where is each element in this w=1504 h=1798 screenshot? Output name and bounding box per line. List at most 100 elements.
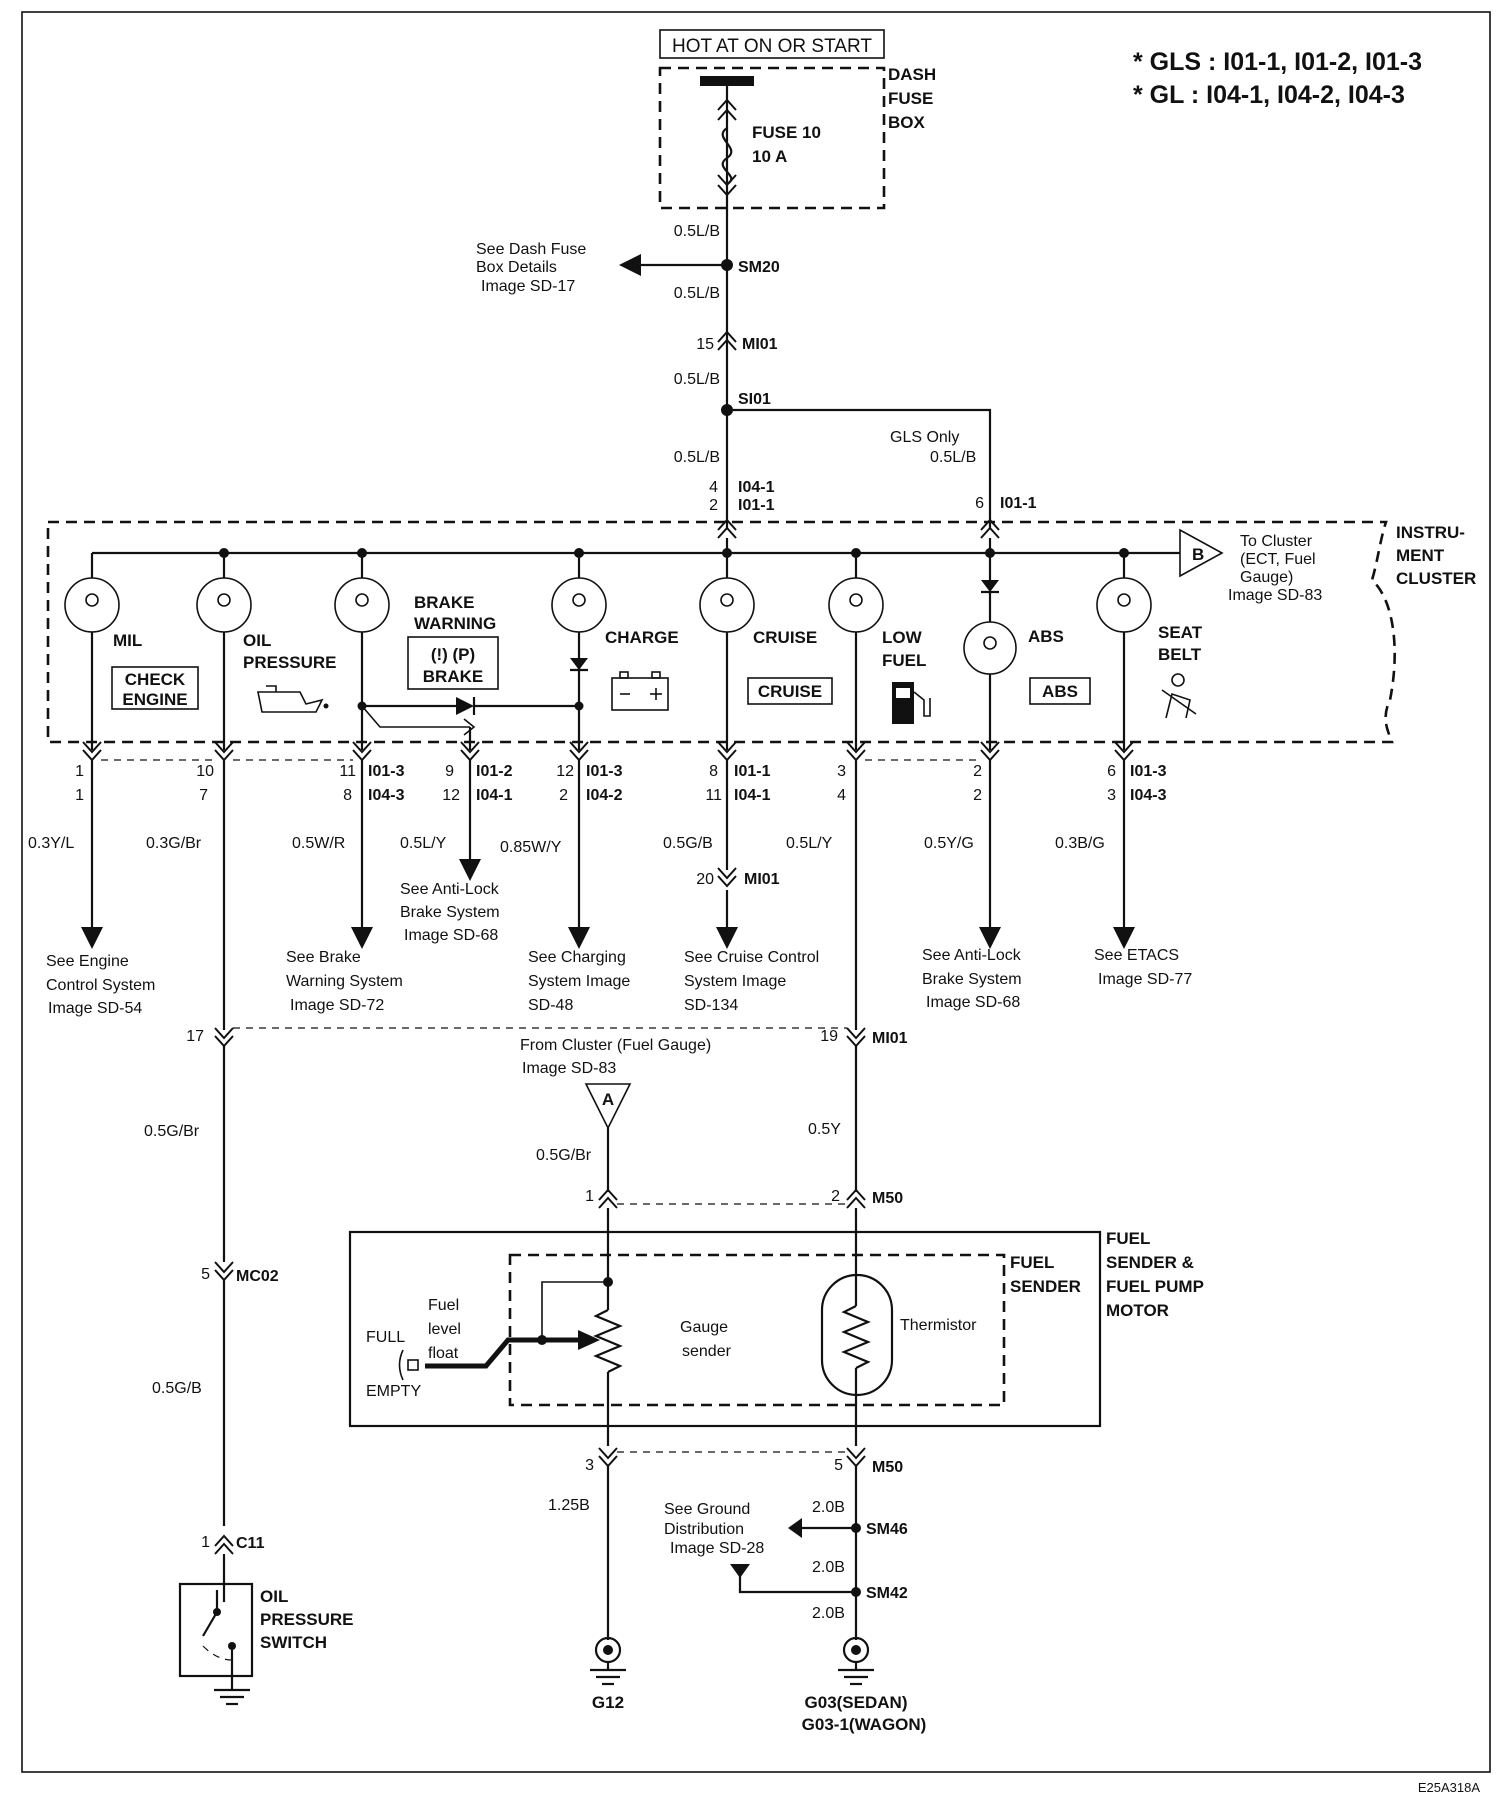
mil-label: MIL [113,631,142,650]
pin-6: 6 [975,495,984,512]
fuel-sender-pump-box [348,1230,1102,1428]
fuel-pump-icon [892,682,931,724]
fuse-symbol [721,127,733,185]
oil-pressure-switch [178,1582,254,1678]
sender-outer-2: SENDER & [1106,1253,1194,1272]
low-fuel-label-1: LOW [882,628,923,647]
pin-brake-c2: I04-3 [368,787,405,804]
sender-inner-2: SENDER [1010,1277,1081,1296]
feed-wire-label-2: 0.5L/B [674,285,720,302]
cruise-box-label: CRUISE [758,682,822,701]
fuel-label-2: level [428,1321,461,1338]
mi01-20-connector [717,867,737,888]
pin-4: 4 [709,479,718,496]
oil-switch-contact-icon [202,1590,236,1676]
pin-low-b: 4 [837,787,846,804]
fuse-rating: 10 A [752,147,787,166]
hot-at-label: HOT AT ON OR START [672,36,872,57]
wire-mil: 0.3Y/L [28,835,74,852]
ref-etacs-1: See ETACS [1094,947,1179,964]
pin-seat-a: 6 [1107,763,1116,780]
ref-engine-3: Image SD-54 [48,1000,142,1017]
pin-seat-c1: I01-3 [1130,763,1167,780]
fuse-box-label-1: DASH [888,65,936,84]
gls-feed-wire [727,408,992,528]
abs-diode-icon [981,580,999,592]
ref-engine-1: See Engine [46,953,129,970]
seat-belt-bulb-icon [1096,577,1152,633]
fuse-box-label-2: FUSE [888,89,933,108]
abs-bulb-icon [963,621,1017,675]
oil-switch-label-3: SWITCH [260,1633,327,1652]
pin-brake-b: 8 [343,787,352,804]
pin-6-conn: I01-1 [1000,495,1037,512]
low-fuel-bulb-icon [828,577,884,633]
wire-seat: 0.3B/G [1055,835,1105,852]
ref-abs2-2: Brake System [922,971,1022,988]
ref-abs2-3: Image SD-68 [926,994,1020,1011]
mi01-pin: 15 [696,336,714,353]
pin-abs1-c1: I01-2 [476,763,513,780]
wire-20b-b: 2.0B [812,1559,845,1576]
ref-charge-2: System Image [528,973,630,990]
c11-pin: 1 [201,1534,210,1551]
ref-charge-1: See Charging [528,949,626,966]
wire-cruise: 0.5G/B [663,835,713,852]
wire-y: 0.5Y [808,1121,841,1138]
check-engine-2: ENGINE [122,690,187,709]
wire-g-br-2: 0.5G/Br [536,1147,592,1164]
pin-abs-a: 2 [973,763,982,780]
see-dash-2: Box Details [476,259,557,276]
pin-oil-b: 7 [199,787,208,804]
gl-note: * GL : I04-1, I04-2, I04-3 [1133,81,1405,109]
low-fuel-lamp-column [828,553,884,750]
pin-charge-a: 12 [556,763,574,780]
pin-brake-c1: I01-3 [368,763,405,780]
see-gnd-1: See Ground [664,1501,750,1518]
to-cluster-3: Gauge) [1240,569,1293,586]
gls-only-label: GLS Only [890,429,959,446]
wire-oil: 0.3G/Br [146,835,202,852]
mil-bulb-icon [64,577,120,633]
pin-abs1-b: 12 [442,787,460,804]
pin-abs1-c2: I04-1 [476,787,513,804]
m50-pin5-conn [846,1447,866,1468]
cluster-label-3: CLUSTER [1396,569,1476,588]
fuse-bus-bar [700,76,754,86]
pin-mil-b: 1 [75,787,84,804]
seat-belt-icon [1161,673,1197,719]
ref-brake-1: See Brake [286,949,361,966]
pin-low-a: 3 [837,763,846,780]
wire-charge: 0.85W/Y [500,839,562,856]
bus-dots [219,548,1129,558]
g03-label-2: G03-1(WAGON) [802,1715,927,1734]
mi01-20-pin: 20 [696,871,714,888]
mil-lamp-column [64,553,120,750]
mi01-20-label: MI01 [744,871,780,888]
thermistor-label: Thermistor [900,1317,977,1334]
connector-a-triangle [584,1083,632,1130]
seat-belt-label-1: SEAT [1158,623,1203,642]
wire-abs: 0.5Y/G [924,835,974,852]
conn-19 [846,1027,866,1048]
ref-engine-2: Control System [46,977,155,994]
charge-lamp-column [551,553,607,750]
mi01-connector [717,330,737,351]
brake-bulb-icon [334,577,390,633]
pin-brake-a: 11 [339,763,356,780]
m50-pin2-conn [846,1188,866,1209]
sm20-label: SM20 [738,259,780,276]
pin-abs-b: 2 [973,787,982,804]
battery-icon [611,671,669,711]
mi01-label: MI01 [742,336,778,353]
mc02-conn [214,1261,234,1282]
ref-abs1-3: Image SD-68 [404,927,498,944]
figure-code: E25A318A [1418,1780,1480,1795]
gls-note: * GLS : I01-1, I01-2, I01-3 [1133,48,1422,76]
wire-20b-a: 2.0B [812,1499,845,1516]
oil-lamp-column [196,553,252,750]
abs-label: ABS [1028,627,1064,646]
g12-ground-icon [590,1636,626,1686]
g03-ground-icon [838,1636,874,1686]
m50-pin3-conn [598,1447,618,1468]
